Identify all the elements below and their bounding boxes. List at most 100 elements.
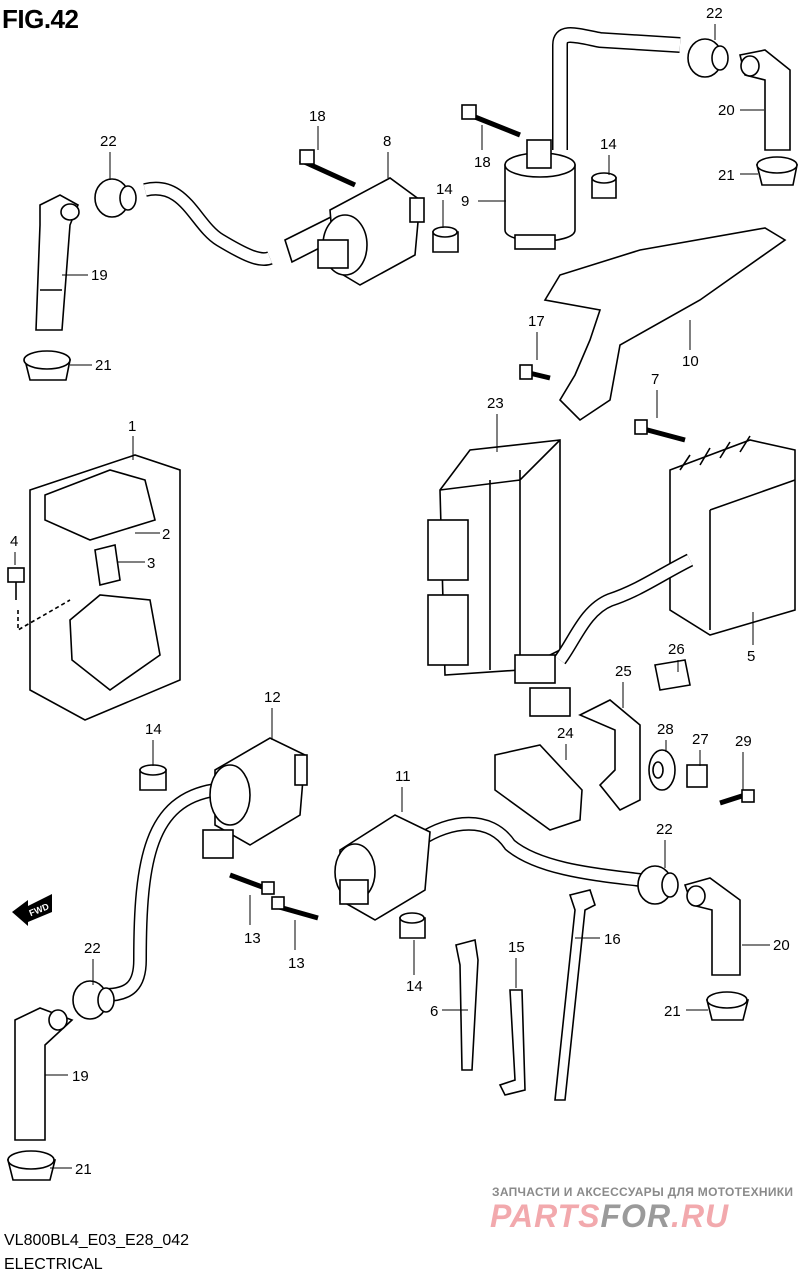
part-plug-cap-20-top <box>739 49 791 151</box>
part-collar-26 <box>654 659 691 691</box>
callout-25: 25 <box>615 663 632 708</box>
figure-title: FIG.42 <box>2 4 79 34</box>
callout-number: 12 <box>264 689 281 706</box>
callout-number: 21 <box>75 1161 92 1178</box>
bolt-17 <box>519 364 533 380</box>
callout-12: 12 <box>264 689 281 740</box>
callout-number: 17 <box>528 313 545 330</box>
part-grommet-28 <box>648 749 676 791</box>
callout-number: 27 <box>692 731 709 748</box>
callout-9: 9 <box>461 193 506 210</box>
part-collar-27 <box>686 764 708 788</box>
callout-19: 19 <box>62 267 108 284</box>
callout-8: 8 <box>383 133 391 178</box>
bolt-13-a <box>261 881 275 895</box>
callout-number: 19 <box>72 1068 89 1085</box>
callout-27: 27 <box>692 731 709 766</box>
callout-18: 18 <box>309 108 326 150</box>
callout-20: 20 <box>718 102 764 119</box>
callout-11: 11 <box>395 768 411 812</box>
part-clamp-15 <box>498 989 526 1096</box>
callout-10: 10 <box>682 320 699 370</box>
section-name: ELECTRICAL <box>4 1256 103 1273</box>
watermark-tagline: ЗАПЧАСТИ И АКСЕССУАРЫ ДЛЯ МОТОТЕХНИКИ <box>492 1185 794 1199</box>
part-bolt-4 <box>7 567 25 600</box>
callout-number: 22 <box>656 821 673 838</box>
part-collar-14-d <box>399 912 426 939</box>
callout-number: 19 <box>91 267 108 284</box>
callout-14: 14 <box>600 136 617 175</box>
part-regulator-rectifier-5 <box>669 435 796 636</box>
callout-number: 15 <box>508 939 525 956</box>
fwd-arrow-icon: FWD <box>12 894 52 926</box>
callout-number: 22 <box>706 5 723 22</box>
callout-number: 21 <box>718 167 735 184</box>
callout-29: 29 <box>735 733 752 790</box>
part-bolt-29 <box>719 789 755 806</box>
callout-20: 20 <box>742 937 790 954</box>
part-relay-box-1 <box>29 454 181 721</box>
callout-number: 24 <box>557 725 574 742</box>
callout-number: 20 <box>718 102 735 119</box>
bolt-18-top-right <box>461 104 477 120</box>
part-ecm-23 <box>427 439 561 676</box>
callout-14: 14 <box>436 181 453 228</box>
callout-number: 18 <box>309 108 326 125</box>
part-ignition-coil-8 <box>284 177 425 286</box>
callout-16: 16 <box>575 931 621 948</box>
callout-13: 13 <box>288 920 305 972</box>
connector-a <box>514 654 556 684</box>
part-plug-cap-19-top <box>35 194 80 331</box>
part-seal-21-bottom <box>6 1150 57 1181</box>
part-boot-22-bottom <box>72 980 115 1020</box>
part-boot-22-mid-right <box>637 865 679 905</box>
callout-number: 14 <box>145 721 162 738</box>
callout-number: 25 <box>615 663 632 680</box>
callout-number: 13 <box>244 930 261 947</box>
part-ignition-coil-9 <box>504 139 576 250</box>
callout-22: 22 <box>84 940 101 985</box>
callout-number: 14 <box>600 136 617 153</box>
callout-23: 23 <box>487 395 504 452</box>
part-plug-cap-19-bottom <box>14 1007 74 1141</box>
callout-number: 22 <box>100 133 117 150</box>
part-collar-14-c <box>139 764 167 791</box>
callout-number: 9 <box>461 193 469 210</box>
callout-13: 13 <box>244 895 261 947</box>
callout-number: 14 <box>406 978 423 995</box>
callout-number: 21 <box>95 357 112 374</box>
callout-19: 19 <box>45 1068 89 1085</box>
callout-14: 14 <box>145 721 162 766</box>
part-seal-21-top-right <box>755 156 798 186</box>
callout-number: 7 <box>651 371 659 388</box>
callout-number: 6 <box>430 1003 438 1020</box>
callout-number: 28 <box>657 721 674 738</box>
bolt-18-top-left <box>299 149 315 165</box>
callout-number: 13 <box>288 955 305 972</box>
callout-number: 4 <box>10 533 18 550</box>
callout-22: 22 <box>656 821 673 868</box>
callout-21: 21 <box>664 1003 708 1020</box>
part-cable-tie-16 <box>554 889 596 1101</box>
part-collar-14-b <box>591 172 617 199</box>
bolt-13-b <box>271 896 285 910</box>
callout-number: 26 <box>668 641 685 658</box>
part-seal-21-top <box>23 350 71 381</box>
part-seal-21-mid-right <box>705 991 750 1021</box>
part-bracket-25 <box>578 699 641 812</box>
callout-number: 8 <box>383 133 391 150</box>
connector-b <box>529 687 571 717</box>
callout-number: 3 <box>147 555 155 572</box>
callout-17: 17 <box>528 313 545 360</box>
part-plug-cap-20-bottom <box>683 877 741 976</box>
callout-number: 1 <box>128 418 136 435</box>
callout-15: 15 <box>508 939 525 988</box>
callout-26: 26 <box>668 641 685 672</box>
callout-18: 18 <box>474 125 491 171</box>
callout-number: 22 <box>84 940 101 957</box>
callout-number: 10 <box>682 353 699 370</box>
callout-number: 2 <box>162 526 170 543</box>
callout-number: 11 <box>395 768 411 785</box>
part-boot-22-top <box>94 178 137 218</box>
